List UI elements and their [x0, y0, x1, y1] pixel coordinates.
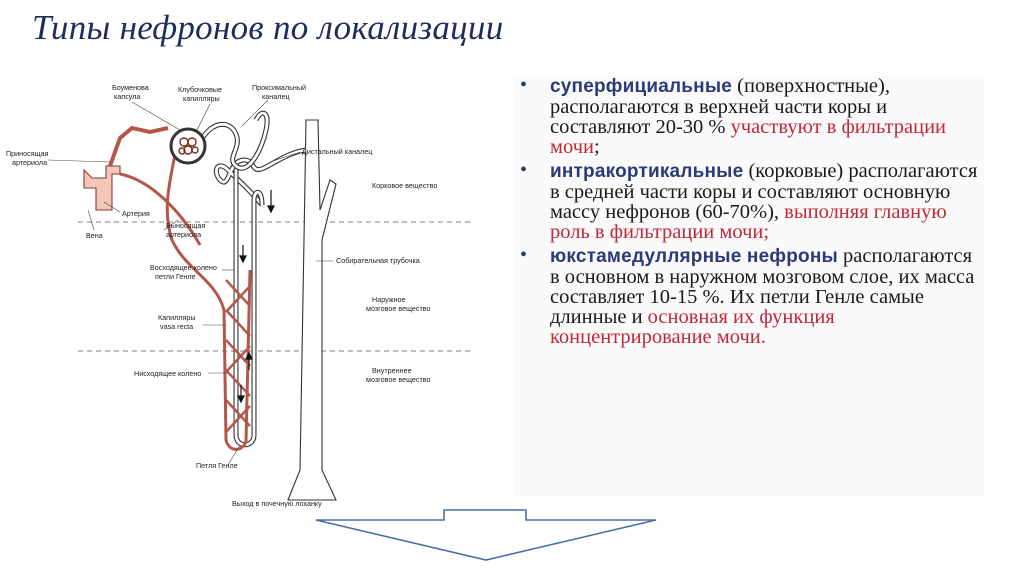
label-descending-limb: Нисходящее колено: [134, 369, 201, 378]
vasa-recta-shape: [225, 279, 251, 433]
description-superficial: (поверхностные), располагаются в верхней…: [550, 75, 890, 138]
down-arrow-icon: [315, 509, 657, 561]
label-loop-of-henle: Петля Генле: [196, 461, 238, 470]
highlight-superficial: участвуют в фильтрации мочи: [550, 116, 947, 158]
nephron-types-panel: • суперфициальные (поверхностные), распо…: [514, 74, 984, 496]
afferent-arteriole-shape: [108, 125, 169, 167]
term-superficial: суперфициальные: [550, 76, 733, 97]
bullet-icon: •: [520, 74, 528, 96]
highlight-juxtamedullary: основная их функция концентрирование моч…: [550, 306, 835, 348]
description-intracortical: (корковые) располагаются в средней части…: [550, 160, 978, 223]
efferent-arteriole-shape: [165, 149, 252, 451]
nephron-types-list: • суперфициальные (поверхностные), распо…: [514, 74, 984, 348]
flow-arrows: [237, 190, 275, 404]
highlight-intracortical: выполняя главную роль в фильтрации мочи;: [550, 201, 947, 243]
label-distal-tubule: Дистальный каналец: [302, 147, 372, 156]
description-juxtamedullary: располагаются в основном в наружном мозг…: [550, 245, 975, 328]
list-item-superficial: • суперфициальные (поверхностные), распо…: [514, 74, 984, 158]
label-cortex: Корковое вещество: [372, 181, 437, 190]
slide-title: Типы нефронов по локализации: [32, 8, 504, 47]
glomerulus-shape: [178, 137, 199, 155]
list-item-juxtamedullary: • юкстамедуллярные нефроны располагаются…: [514, 244, 984, 348]
collecting-duct-shape: [287, 119, 337, 501]
bullet-icon: •: [520, 159, 528, 181]
label-vein: Вена: [86, 231, 103, 240]
term-intracortical: интракортикальные: [550, 161, 744, 182]
bullet-icon: •: [520, 244, 528, 266]
label-exit: Выход в почечную лоханку: [232, 499, 322, 508]
term-juxtamedullary: юкстамедуллярные нефроны: [550, 246, 838, 267]
label-collecting-duct: Собирательная трубочка: [336, 256, 420, 265]
list-item-intracortical: • интракортикальные (корковые) располага…: [514, 159, 984, 243]
tail-superficial: ;: [593, 136, 600, 158]
artery-shape: [83, 165, 121, 211]
label-artery: Артерия: [122, 209, 150, 218]
